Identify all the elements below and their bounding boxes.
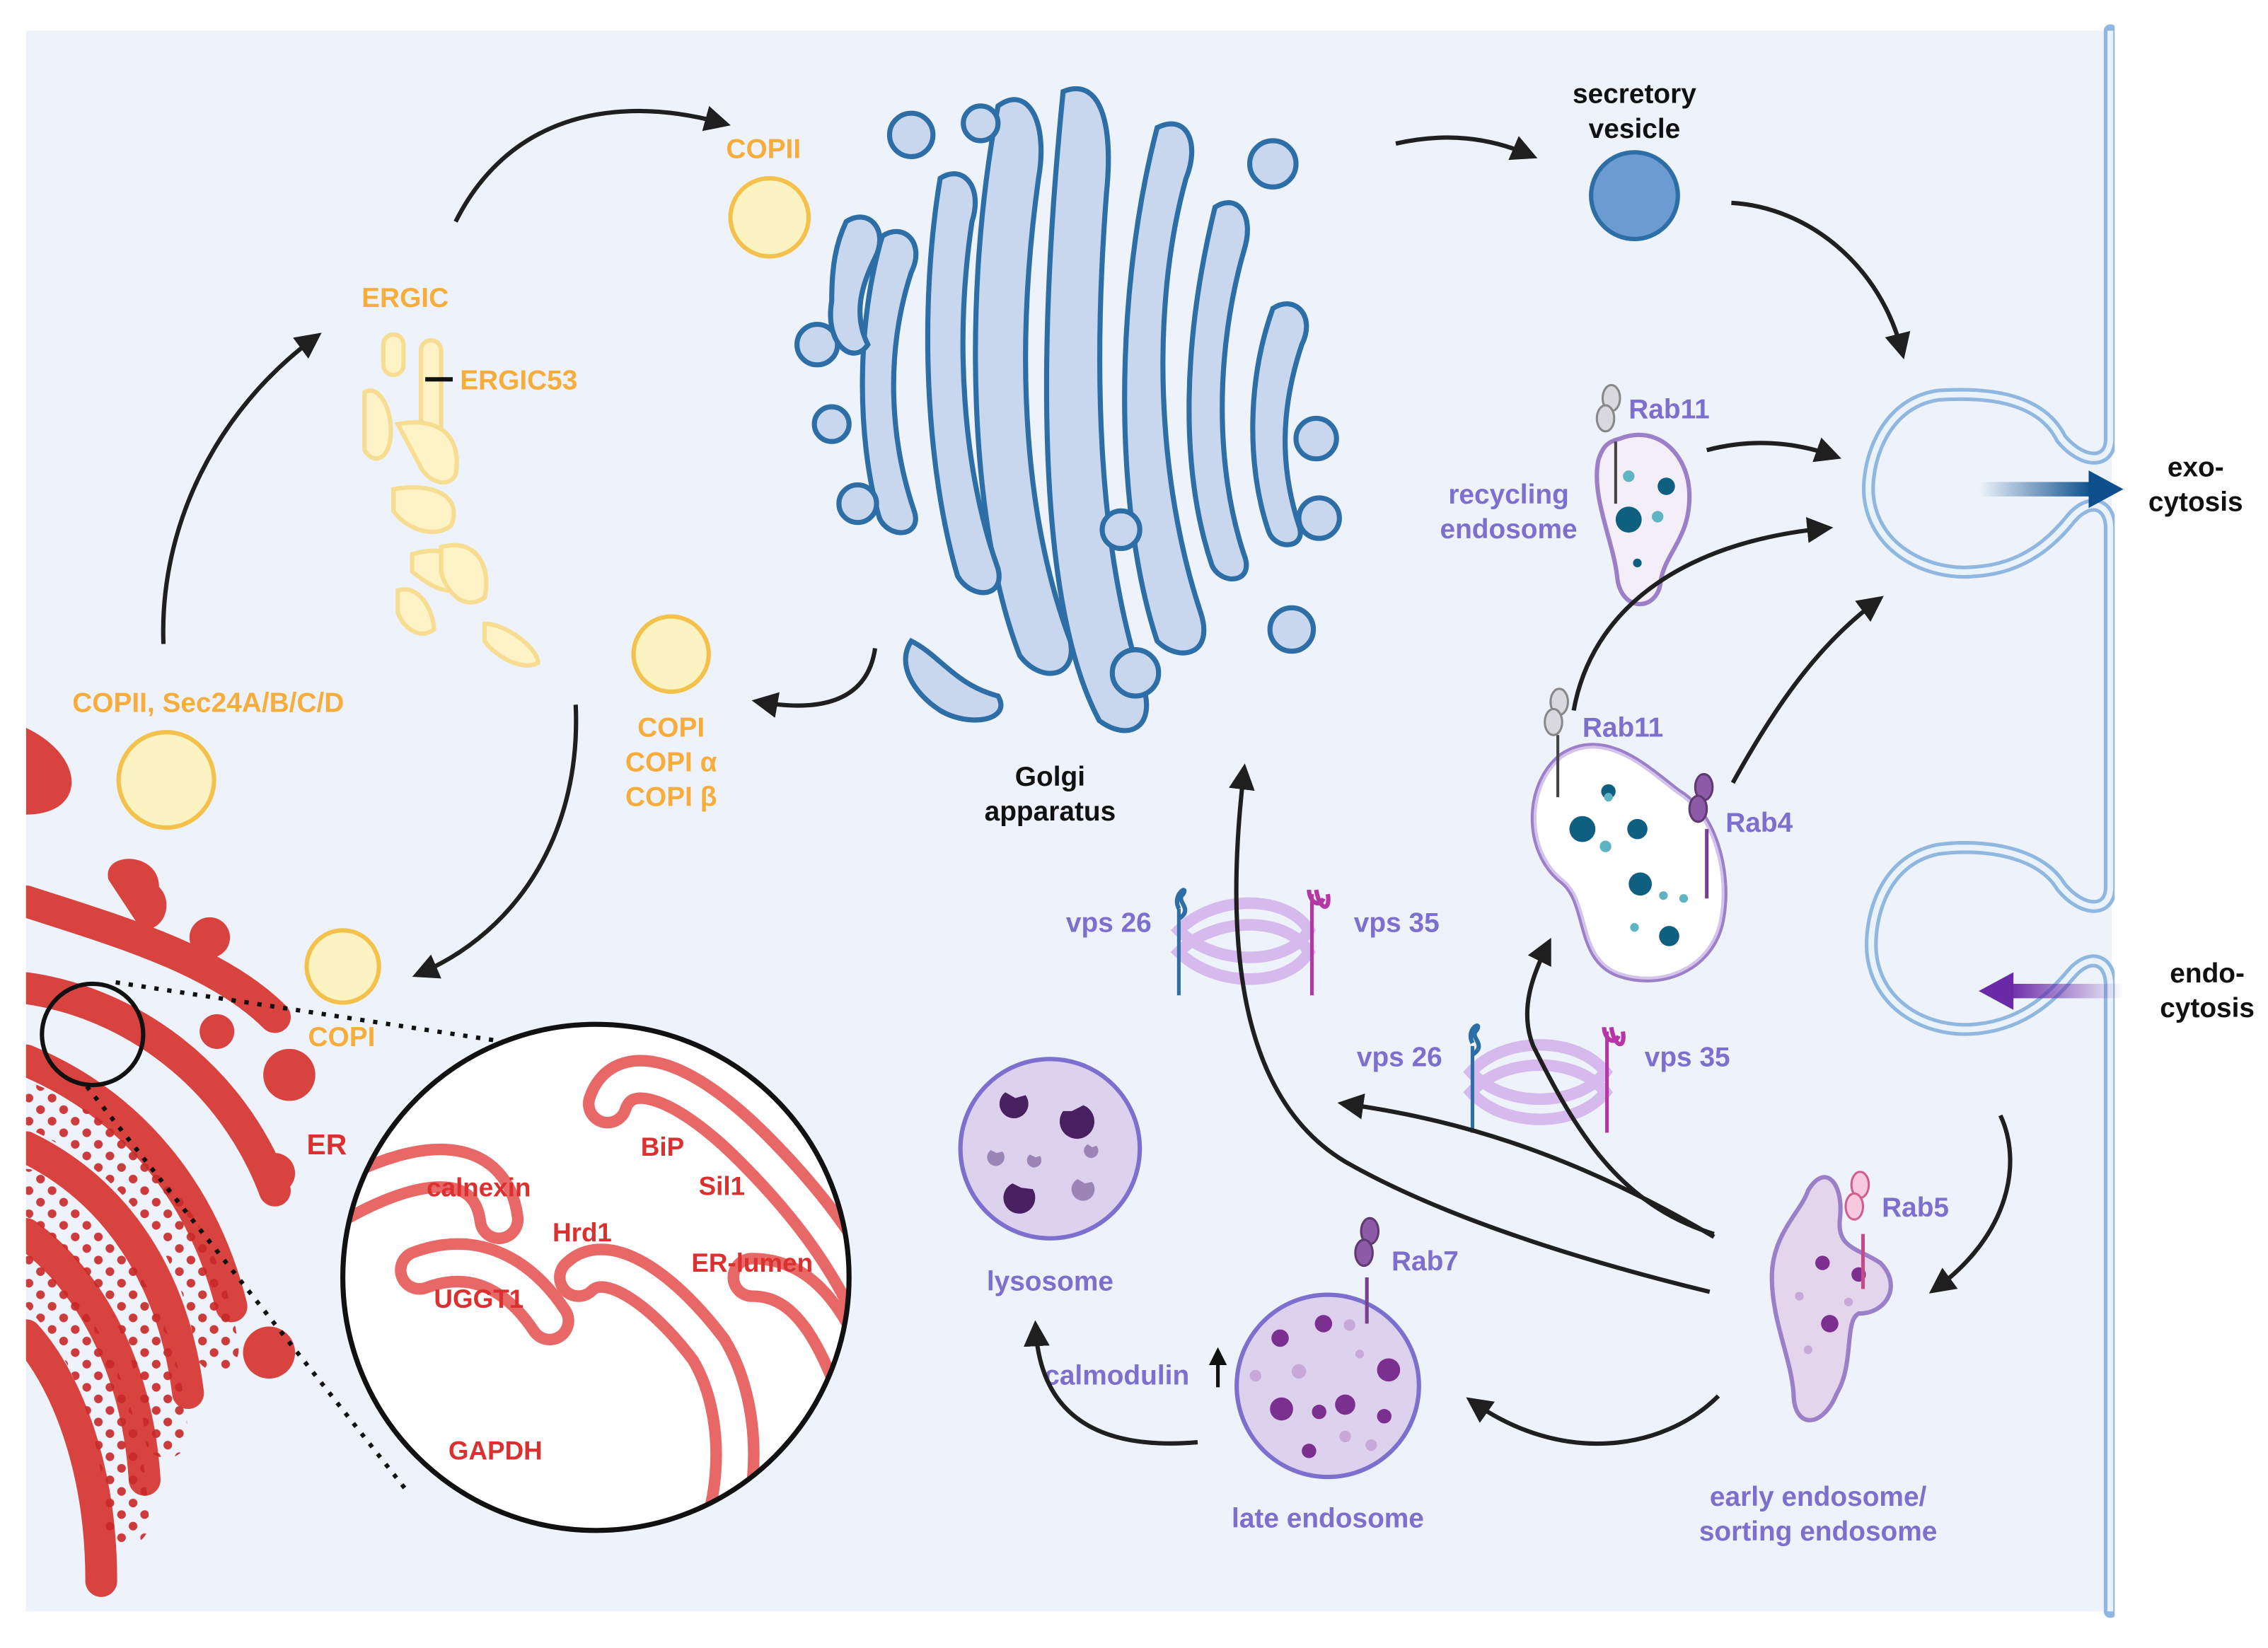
- lysosome-icon: [958, 1057, 1142, 1241]
- ergic-icon: [362, 332, 540, 668]
- bip-label: BiP: [641, 1132, 684, 1161]
- late-endosome-icon: [1234, 1217, 1421, 1480]
- recycling-endosome-label-1: recycling: [1448, 480, 1569, 510]
- endocytosis-label-2: cytosis: [2160, 993, 2255, 1023]
- endocytosis-label-1: endo-: [2170, 958, 2245, 989]
- secretory-vesicle-label-1: secretory: [1573, 79, 1696, 110]
- vps35-a-label: vps 35: [1354, 907, 1440, 938]
- recycling-endosome-label-2: endosome: [1440, 514, 1577, 545]
- late-endosome-label: late endosome: [1232, 1504, 1424, 1534]
- retromer-icon: [1170, 888, 1331, 996]
- copi-label-3: COPI β: [625, 782, 717, 812]
- early-endosome-label-1: early endosome/: [1710, 1482, 1927, 1512]
- rab5-label: Rab5: [1882, 1193, 1949, 1223]
- secretory-vesicle-label-2: vesicle: [1589, 114, 1681, 144]
- copii-sec24-label: COPII, Sec24A/B/C/D: [72, 688, 344, 719]
- sil1-label: Sil1: [699, 1171, 745, 1200]
- copi-bottom-label: COPI: [308, 1022, 376, 1052]
- calmodulin-label: calmodulin: [1044, 1360, 1189, 1391]
- copi-label-2: COPI α: [625, 747, 717, 777]
- vps35-b-label: vps 35: [1645, 1042, 1730, 1072]
- gapdh-label: GAPDH: [449, 1437, 543, 1466]
- recycling-endosome-icon: [1595, 383, 1692, 607]
- plasma-membrane-inner: [1865, 30, 2114, 1612]
- er-icon: [25, 728, 316, 1597]
- rab4-label: Rab4: [1725, 808, 1793, 838]
- exocytosis-label-2: cytosis: [2148, 487, 2243, 517]
- rab-protein-icon: [1595, 383, 1621, 433]
- secretory-vesicle: [1589, 150, 1680, 242]
- copii-top-label: COPII: [726, 134, 801, 164]
- vps26-a-label: vps 26: [1066, 907, 1152, 938]
- copii-vesicle-top: [728, 176, 811, 259]
- er-label: ER: [306, 1128, 347, 1161]
- endosome-icon: [1530, 687, 1728, 982]
- retromer-icon-2: [1463, 1023, 1626, 1133]
- copi-vesicle-right: [631, 614, 711, 694]
- rab11-mid-label: Rab11: [1583, 712, 1663, 743]
- lysosome-label: lysosome: [987, 1266, 1113, 1296]
- transport-arrows: [161, 105, 2013, 1446]
- exocytosis-label-1: exo-: [2168, 452, 2224, 482]
- copii-sec24-vesicle: [116, 730, 216, 830]
- calnexin-label: calnexin: [427, 1173, 531, 1202]
- early-endosome-icon: [1769, 1171, 1893, 1422]
- er-magnifier-small: [40, 981, 146, 1088]
- rab7-label: Rab7: [1392, 1246, 1459, 1277]
- er-lumen-label: ER-lumen: [691, 1248, 813, 1277]
- copi-label-1: COPI: [637, 712, 705, 743]
- vps26-b-label: vps 26: [1357, 1042, 1442, 1072]
- endocytosis-arrow: [1979, 972, 2124, 1010]
- early-endosome-label-2: sorting endosome: [1699, 1516, 1938, 1547]
- ergic53-label: ERGIC53: [460, 366, 577, 396]
- uggt1-label: UGGT1: [434, 1284, 523, 1313]
- golgi-label-1: Golgi: [1015, 762, 1085, 792]
- copi-vesicle-bottom: [304, 928, 381, 1005]
- hrd1-label: Hrd1: [552, 1218, 612, 1247]
- magnifier-circle-icon: [340, 1021, 852, 1533]
- ergic-label: ERGIC: [361, 283, 449, 313]
- golgi-label-2: apparatus: [985, 796, 1116, 827]
- exocytosis-arrow: [1979, 470, 2124, 509]
- golgi-icon: [794, 86, 1342, 733]
- rab11-top-label: Rab11: [1628, 394, 1709, 424]
